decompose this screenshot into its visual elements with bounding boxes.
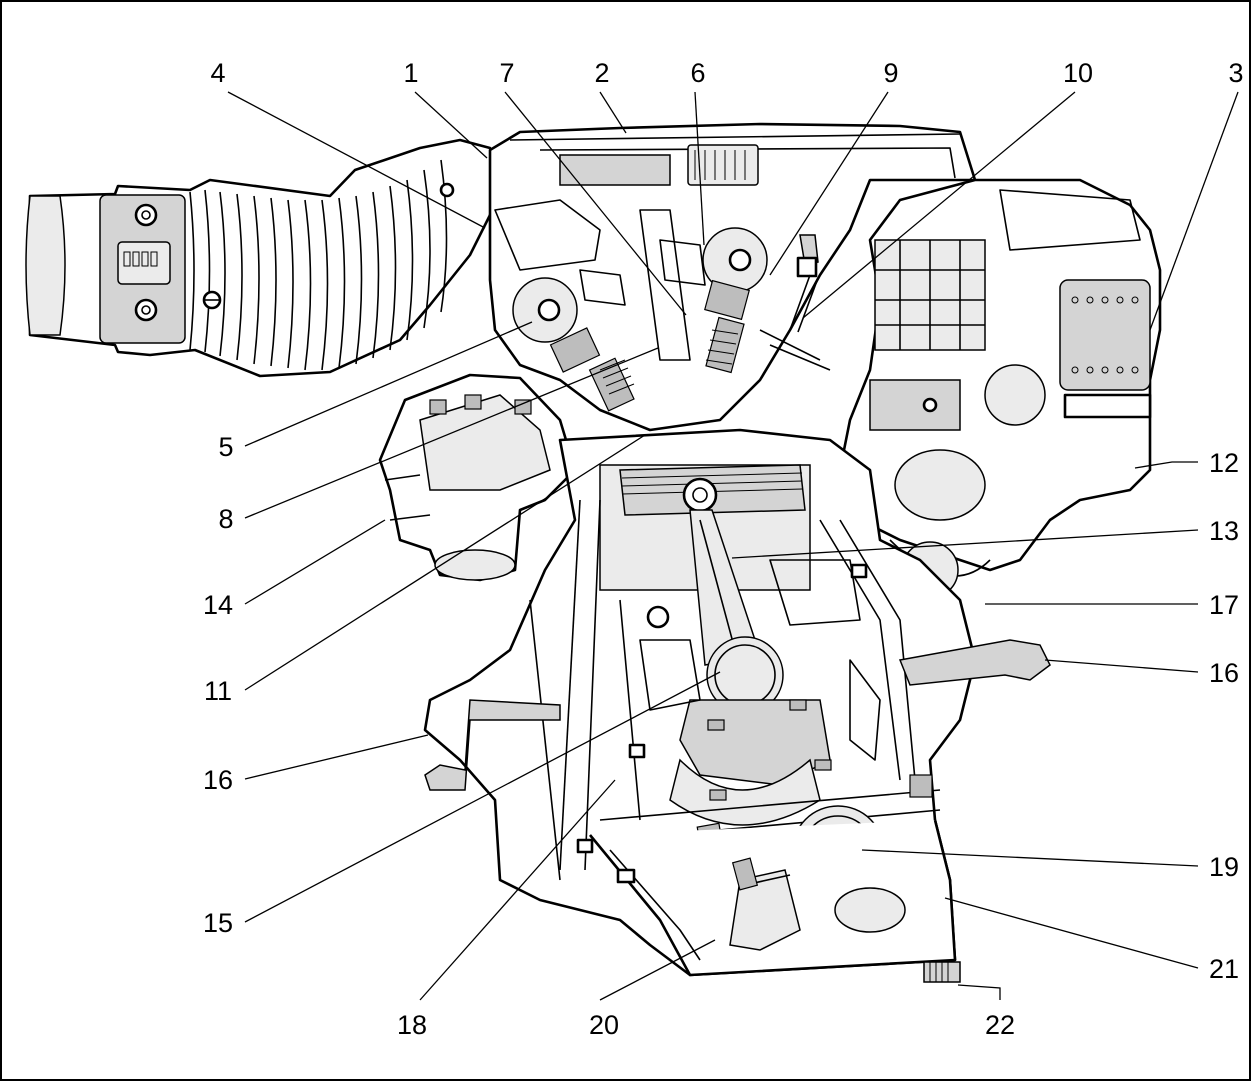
callout-4: 4 xyxy=(210,58,225,88)
callout-7: 7 xyxy=(499,58,514,88)
intake-manifold xyxy=(838,178,1162,599)
leader-lines xyxy=(227,91,1239,1001)
callout-8: 8 xyxy=(218,504,233,534)
callout-3: 3 xyxy=(1228,58,1243,88)
callout-9: 9 xyxy=(883,58,898,88)
callout-15: 15 xyxy=(203,908,233,938)
callout-16-left: 16 xyxy=(203,765,233,795)
exhaust-manifold xyxy=(378,373,577,582)
callout-22: 22 xyxy=(985,1010,1015,1040)
callout-14: 14 xyxy=(203,590,233,620)
callout-11: 11 xyxy=(204,676,232,706)
callout-17: 17 xyxy=(1209,590,1239,620)
callout-5: 5 xyxy=(218,432,233,462)
callout-6: 6 xyxy=(690,58,705,88)
callout-2: 2 xyxy=(594,58,609,88)
callout-12: 12 xyxy=(1209,448,1239,478)
callout-labels: 4 1 7 2 6 9 10 3 5 8 14 11 16 15 18 20 2… xyxy=(203,58,1244,1040)
cylinder-head xyxy=(488,122,977,432)
air-intake-duct xyxy=(25,138,502,378)
callout-18: 18 xyxy=(397,1010,427,1040)
callout-10: 10 xyxy=(1063,58,1093,88)
callout-13: 13 xyxy=(1209,516,1239,546)
callout-16-right: 16 xyxy=(1209,658,1239,688)
callout-1: 1 xyxy=(403,58,418,88)
callout-21: 21 xyxy=(1209,954,1239,984)
callout-19: 19 xyxy=(1209,852,1239,882)
callout-20: 20 xyxy=(589,1010,619,1040)
